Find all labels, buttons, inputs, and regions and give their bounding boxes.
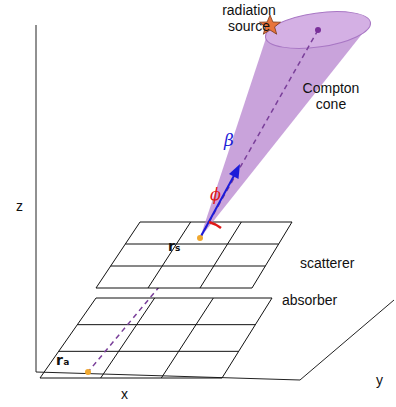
axis-label: x — [121, 386, 128, 402]
grid-line — [77, 324, 255, 325]
cone-base — [263, 6, 373, 54]
grid-line — [125, 244, 278, 245]
phi-symbol: ϕ — [210, 186, 221, 204]
position-label: rₛ — [168, 238, 180, 254]
axis-label: z — [16, 198, 23, 214]
absorber-point — [85, 369, 91, 375]
grid-outline — [40, 298, 272, 378]
axes — [36, 25, 394, 380]
source-label: radiation source — [212, 2, 286, 34]
grid-line — [148, 222, 191, 288]
beta-arrowhead — [229, 164, 240, 179]
position-label: rₐ — [56, 352, 69, 368]
beta-arrow — [200, 172, 236, 238]
axis-label: y — [376, 372, 383, 388]
grid-line — [161, 298, 213, 378]
absorber-grid — [40, 298, 272, 378]
cone-center — [315, 27, 321, 33]
absorber-label: absorber — [282, 292, 337, 308]
grid-line — [59, 351, 239, 352]
compton-cone — [200, 24, 370, 238]
scatterer-grid — [96, 222, 292, 288]
scatterer-point — [197, 235, 203, 241]
cone-label: Compton cone — [300, 80, 362, 112]
phi-arc — [209, 222, 221, 228]
scatterer-label: scatterer — [300, 255, 354, 271]
grid-outline — [96, 222, 292, 288]
beta-symbol: β — [224, 131, 234, 151]
grid-line — [111, 266, 266, 267]
grid-line — [200, 222, 241, 288]
axis-dashed-upper — [200, 30, 318, 238]
grid-line — [101, 298, 155, 378]
